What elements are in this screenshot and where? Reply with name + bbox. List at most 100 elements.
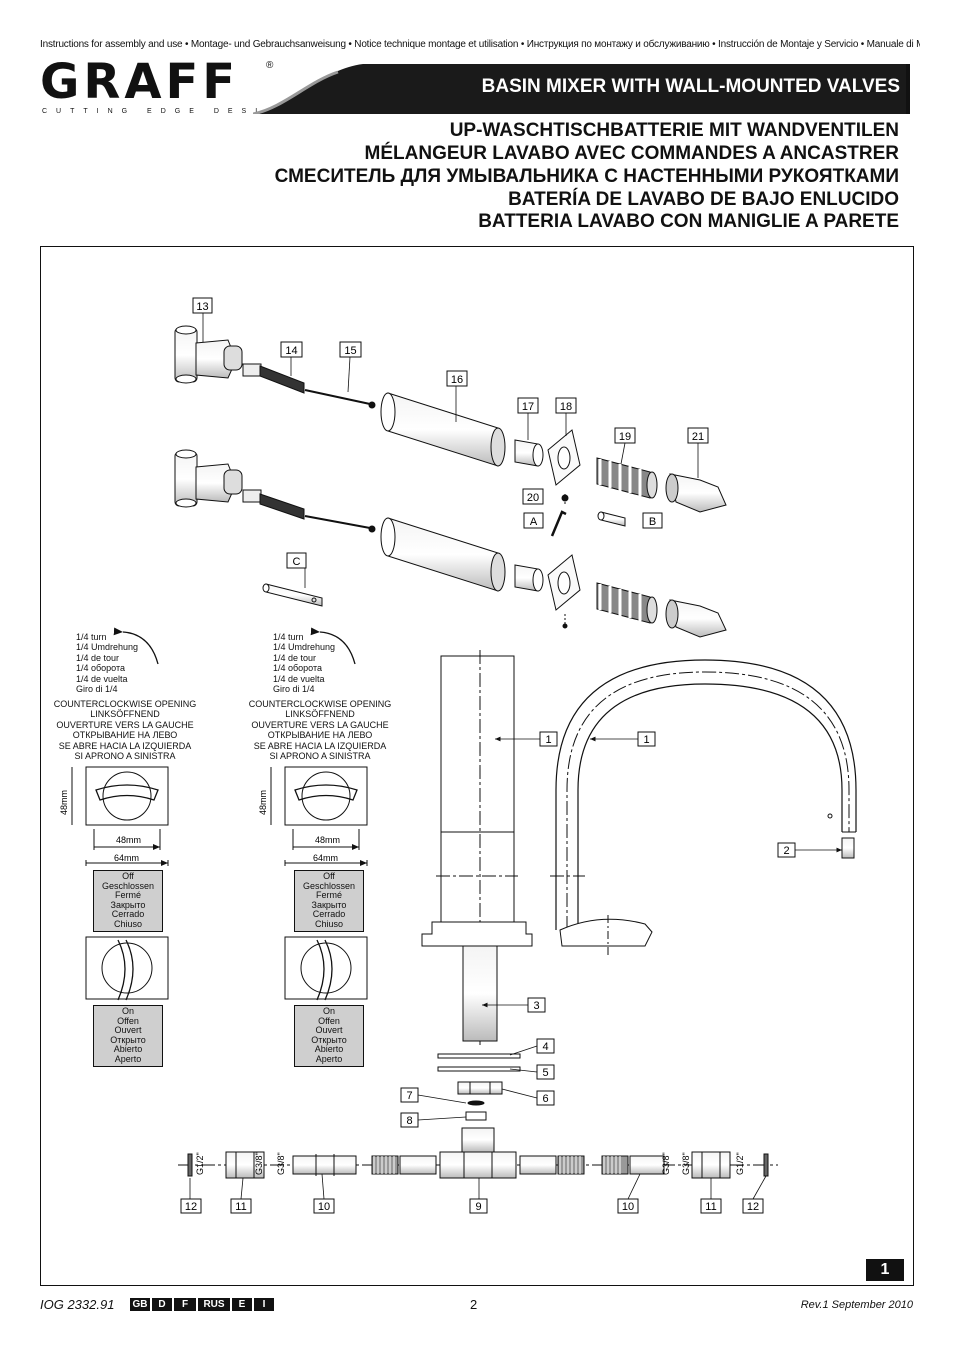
svg-text:14: 14 [285,345,297,357]
thread-label: G1/2" [735,1152,745,1175]
callout-12-left: 12 [180,1198,202,1214]
page-number: 2 [470,1297,478,1312]
svg-text:7: 7 [406,1090,412,1102]
rotation-arrow-icon [113,627,159,665]
callout-labels: 13 14 15 16 17 18 19 21 20 A B C 1 1 2 3… [180,297,796,1214]
callout-1-spout: 1 [539,731,558,747]
svg-text:19: 19 [619,431,631,443]
thread-label: G1/2" [195,1152,205,1175]
callout-1-gooseneck: 1 [637,731,656,747]
allen-key-a [550,510,567,537]
operation-schematic-left [71,627,169,1001]
language-badge-gb: GB [130,1298,150,1311]
handle-plate-on [85,936,169,1000]
dimension-labels: 48mm 48mm 64mm 48mm 48mm 64mm [59,790,340,863]
callout-5: 5 [536,1064,555,1080]
subtitle-de: UP-WASCHTISCHBATTERIE MIT WANDVENTILEN [449,120,899,141]
dim-inner-right: 48mm [315,835,340,845]
operation-schematic-right [270,627,368,1001]
valve-assembly-lower [174,449,727,638]
svg-text:11: 11 [705,1201,716,1213]
svg-text:12: 12 [185,1201,197,1213]
subtitle-fr: MÉLANGEUR LAVABO AVEC COMMANDES A ANCAST… [364,143,899,164]
svg-text:1: 1 [643,734,649,746]
dim-inner-left: 48mm [116,835,141,845]
handle-plate-on [284,936,368,1000]
spindle-adapter [242,363,262,377]
callout-20: 20 [522,488,544,505]
logo-wordmark: GRAFF [40,54,240,110]
rotation-arrow-icon [310,627,356,665]
callout-19: 19 [614,427,636,444]
sleeve-16 [387,392,499,467]
callout-17: 17 [517,397,539,414]
language-badge-f: F [174,1298,196,1311]
svg-text:11: 11 [235,1201,246,1213]
gooseneck-spout-1 [550,659,857,956]
callout-11-right: 11 [700,1198,722,1214]
language-badge-i: I [254,1298,274,1311]
thread-label: G3/8" [276,1152,286,1175]
svg-text:6: 6 [542,1093,548,1105]
svg-text:1: 1 [545,734,551,746]
callout-6: 6 [536,1090,555,1106]
svg-text:13: 13 [196,301,208,313]
svg-text:15: 15 [344,345,356,357]
svg-text:8: 8 [406,1115,412,1127]
callout-15: 15 [339,341,362,358]
svg-text:10: 10 [318,1201,330,1213]
callout-a: A [523,512,544,529]
callout-21: 21 [687,427,709,444]
svg-text:A: A [530,516,538,528]
svg-text:17: 17 [522,401,534,413]
dim-outer-right: 64mm [313,853,338,863]
language-badge-e: E [232,1298,252,1311]
nut-6 [457,1081,503,1095]
assembly-diagram-frame [40,246,914,1286]
svg-text:9: 9 [475,1201,481,1213]
flex-hose-10-left [292,1155,357,1175]
callout-16: 16 [446,370,468,387]
svg-text:10: 10 [622,1201,634,1213]
dim-height-left: 48mm [59,790,69,815]
svg-text:C: C [293,556,301,568]
o-ring-7 [467,1100,485,1106]
revision-date: Rev.1 September 2010 [800,1299,913,1311]
valve-body-13 [174,325,243,384]
thread-label: G3/8" [254,1152,264,1175]
threaded-extension-14 [259,365,305,394]
instructions-languages-line: Instructions for assembly and use • Mont… [40,39,920,50]
callout-4: 4 [536,1038,555,1054]
registered-mark: ® [266,60,274,71]
callout-2: 2 [777,842,796,858]
seal-8 [465,1111,487,1121]
logo-tagline: CUTTING EDGE DESIGN [42,108,295,115]
language-badge-rus: RUS [198,1298,230,1311]
thread-size-labels: G1/2" G3/8" G3/8" G3/8" G3/8" G1/2" [195,1152,745,1175]
spout-body-1 [440,655,515,923]
svg-text:21: 21 [692,431,704,443]
callout-c: C [286,552,307,569]
gasket-12-right [763,1153,769,1177]
svg-text:16: 16 [451,374,463,386]
callout-13: 13 [192,297,213,314]
threaded-rod-3 [462,945,498,1042]
callout-18: 18 [555,397,577,414]
svg-text:18: 18 [560,401,572,413]
svg-text:12: 12 [747,1201,759,1213]
adapter-b [600,511,626,527]
callout-b: B [642,512,663,529]
spout-assembly [421,650,857,1121]
title-band-end [906,64,910,114]
callout-14: 14 [280,341,303,358]
leader-lines [189,313,842,1200]
language-badge-d: D [152,1298,172,1311]
washer-4 [437,1053,521,1059]
valve-assembly-upper [174,325,727,513]
